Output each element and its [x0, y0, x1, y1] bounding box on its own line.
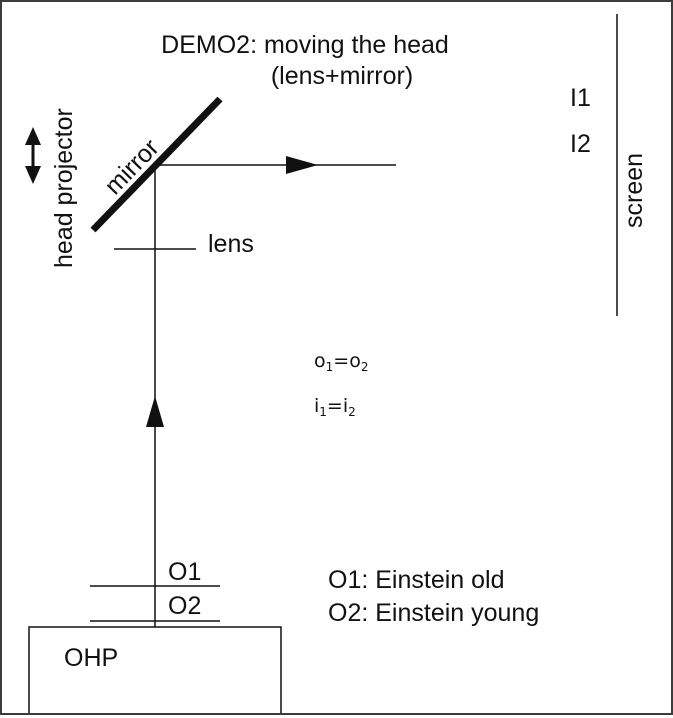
- title-line-1: DEMO2: moving the head: [161, 31, 449, 59]
- lens-label: lens: [208, 230, 254, 258]
- double-arrow-icon: [25, 127, 41, 184]
- legend-o2: O2: Einstein young: [328, 599, 539, 627]
- screen-label: screen: [620, 153, 648, 228]
- title-line-2: (lens+mirror): [271, 62, 413, 90]
- object-1-label: O1: [168, 558, 201, 586]
- image-1-label: I1: [570, 84, 591, 112]
- object-2-label: O2: [168, 592, 201, 620]
- head-projector-label: head projector: [50, 108, 78, 268]
- image-2-label: I2: [570, 130, 591, 158]
- equation-objects: o1=o2: [314, 350, 368, 374]
- ray-arrow-right-icon: [286, 156, 318, 174]
- equation-images: i1=i2: [314, 395, 356, 419]
- ohp-label: OHP: [64, 644, 118, 672]
- legend-o1: O1: Einstein old: [328, 566, 505, 594]
- ray-arrow-up-icon: [146, 396, 164, 427]
